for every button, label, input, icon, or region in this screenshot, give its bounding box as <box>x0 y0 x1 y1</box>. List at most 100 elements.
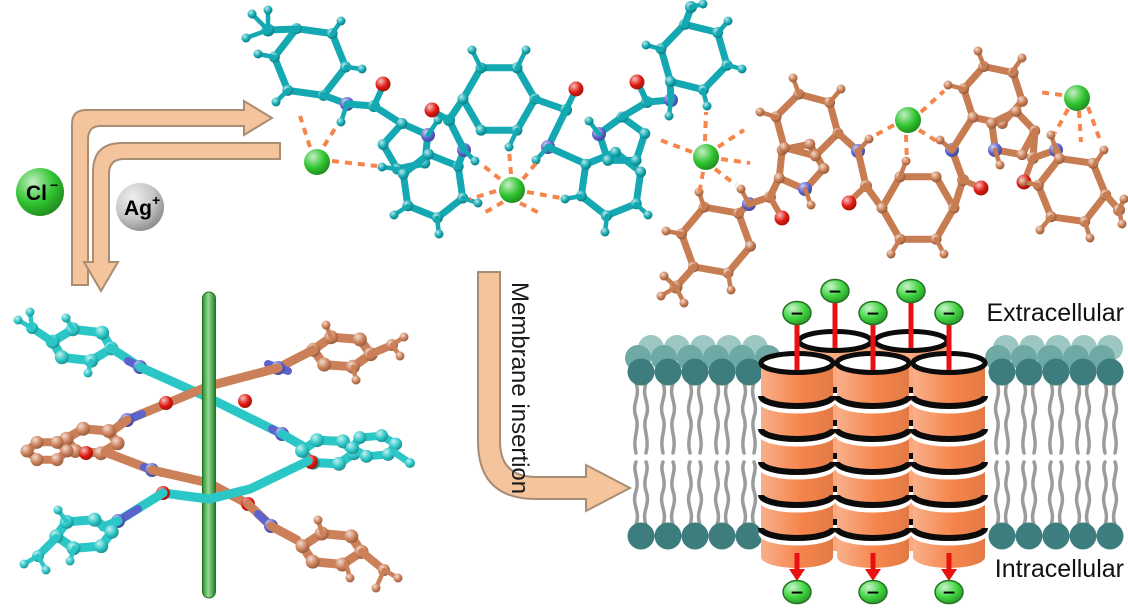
cylinder-rim <box>910 494 988 508</box>
hydrogen-atom <box>935 135 945 145</box>
hydrogen-bond <box>659 138 693 154</box>
membrane-insertion: Membrane insertion <box>477 271 633 513</box>
lipid-head <box>735 358 763 386</box>
hydrogen-atom <box>1018 177 1028 187</box>
hydrogen-atom <box>399 332 409 342</box>
lipid-tail <box>1101 460 1109 527</box>
cylinder-rim <box>910 527 988 541</box>
atom <box>876 202 888 214</box>
lipid-tail <box>642 381 650 455</box>
lipid-head <box>708 358 736 386</box>
atom <box>295 539 310 554</box>
atom <box>344 529 359 544</box>
lipid-tail <box>1030 460 1038 527</box>
chloride-ion <box>499 177 525 203</box>
atom <box>635 166 647 178</box>
lipid-tail <box>1003 381 1011 455</box>
cylinder-gap <box>834 433 912 447</box>
lipid-head <box>1042 522 1070 550</box>
atom <box>423 148 435 160</box>
chloride-ion-sphere <box>16 168 64 216</box>
hydrogen-bond <box>703 111 708 142</box>
silver-ion-symbol: Ag <box>124 197 152 220</box>
cylinder-gap <box>834 466 912 480</box>
atom <box>94 539 109 554</box>
oxygen-atom <box>629 74 645 90</box>
hydrogen-atom <box>504 142 514 152</box>
lipid-head <box>735 522 763 550</box>
hydrogen-atom <box>395 351 405 361</box>
oxygen-atom <box>375 76 391 92</box>
chloride-flux: −−−−−−−− <box>782 278 964 605</box>
hydrogen-atom <box>659 271 669 281</box>
atom <box>375 429 389 443</box>
hydrogen-atom <box>345 573 355 583</box>
lipid-tail <box>713 460 721 527</box>
cylinder-rim <box>758 428 836 442</box>
hydrogen-atom <box>1017 53 1027 63</box>
chloride-ion-charge: − <box>50 177 58 193</box>
hydrogen-atom <box>470 156 480 166</box>
atom <box>101 424 116 439</box>
hydrogen-atom <box>377 162 387 172</box>
ion-legend: Cl − Ag + <box>16 168 164 231</box>
oxygen-atom <box>568 81 584 97</box>
lipid-head <box>654 358 682 386</box>
cylinder-gap <box>758 400 836 414</box>
hydrogen-bond <box>720 157 751 165</box>
lipid-tail <box>993 460 1001 527</box>
oxygen-atom <box>774 210 790 226</box>
lipid-tail <box>632 460 640 527</box>
hydrogen-atom <box>271 97 281 107</box>
bond <box>544 143 590 168</box>
atom <box>389 437 403 451</box>
atom <box>1016 95 1028 107</box>
hydrogen-bond <box>1086 106 1103 144</box>
chloride-ion-symbol: Cl <box>26 182 47 205</box>
bond <box>147 465 214 488</box>
ring <box>459 64 539 134</box>
hydrogen-atom <box>263 5 273 15</box>
atom <box>60 444 74 458</box>
atom <box>305 554 320 569</box>
lipid-head <box>681 522 709 550</box>
reaction-arrows <box>71 99 281 293</box>
bond <box>266 521 302 545</box>
lipid-tail <box>1111 381 1119 455</box>
anion <box>858 300 888 326</box>
atom <box>295 443 310 458</box>
hydrogen-atom <box>357 64 367 74</box>
hydrogen-atom <box>389 210 399 220</box>
lipid-head <box>1069 358 1097 386</box>
silver-ion-sphere <box>116 183 164 231</box>
hydrogen-atom <box>41 565 51 575</box>
lipid-head <box>627 358 655 386</box>
cylinder-gap <box>758 532 836 546</box>
atom <box>630 154 642 166</box>
hydrogen-bond <box>482 200 505 215</box>
lipid-tail <box>642 460 650 527</box>
hydrogen-atom <box>434 229 444 239</box>
lipid-head <box>1096 522 1124 550</box>
atom <box>930 171 942 183</box>
atom <box>317 357 332 372</box>
lipid-bilayer-membrane: −−−−−−−− <box>625 278 1124 605</box>
cylinder-rim <box>834 428 912 442</box>
hydrogen-atom <box>702 101 712 111</box>
oxygen-atom <box>973 180 989 196</box>
atom <box>804 138 816 150</box>
lipid-tail <box>686 381 694 455</box>
anion-minus: − <box>866 304 880 324</box>
atom <box>986 117 998 129</box>
atom <box>87 512 102 527</box>
anion <box>896 278 926 304</box>
atom <box>352 332 367 347</box>
chloride-complex-structure <box>241 0 1128 308</box>
atom <box>609 146 621 158</box>
hydrogen-bond <box>521 160 539 181</box>
cylinder-rim <box>758 527 836 541</box>
hydrogen-atom <box>864 134 874 144</box>
atom <box>353 431 367 445</box>
bond <box>204 363 283 391</box>
